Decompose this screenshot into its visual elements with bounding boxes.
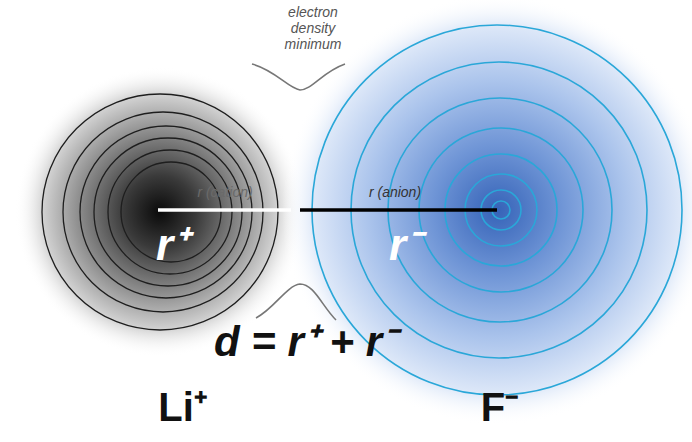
cation-contours <box>42 94 278 330</box>
radius-symbol: r⁺ <box>156 220 188 271</box>
cation-radius-line <box>158 208 291 212</box>
ion-symbol: F⁻ <box>481 384 519 430</box>
ion-symbol: Li⁺ <box>158 384 208 430</box>
radius-symbol: r⁻ <box>389 220 421 271</box>
radius-label: r (anion) <box>369 184 421 200</box>
density-minimum-curve <box>252 64 345 90</box>
annotation: electron density minimum <box>267 4 359 52</box>
cation-density <box>15 67 305 357</box>
distance-equation: d = r⁺ + r⁻ <box>214 318 396 366</box>
anion-radius-line <box>300 208 497 212</box>
radius-label: r (cation) <box>197 184 252 200</box>
density-minimum-curve <box>256 284 336 320</box>
